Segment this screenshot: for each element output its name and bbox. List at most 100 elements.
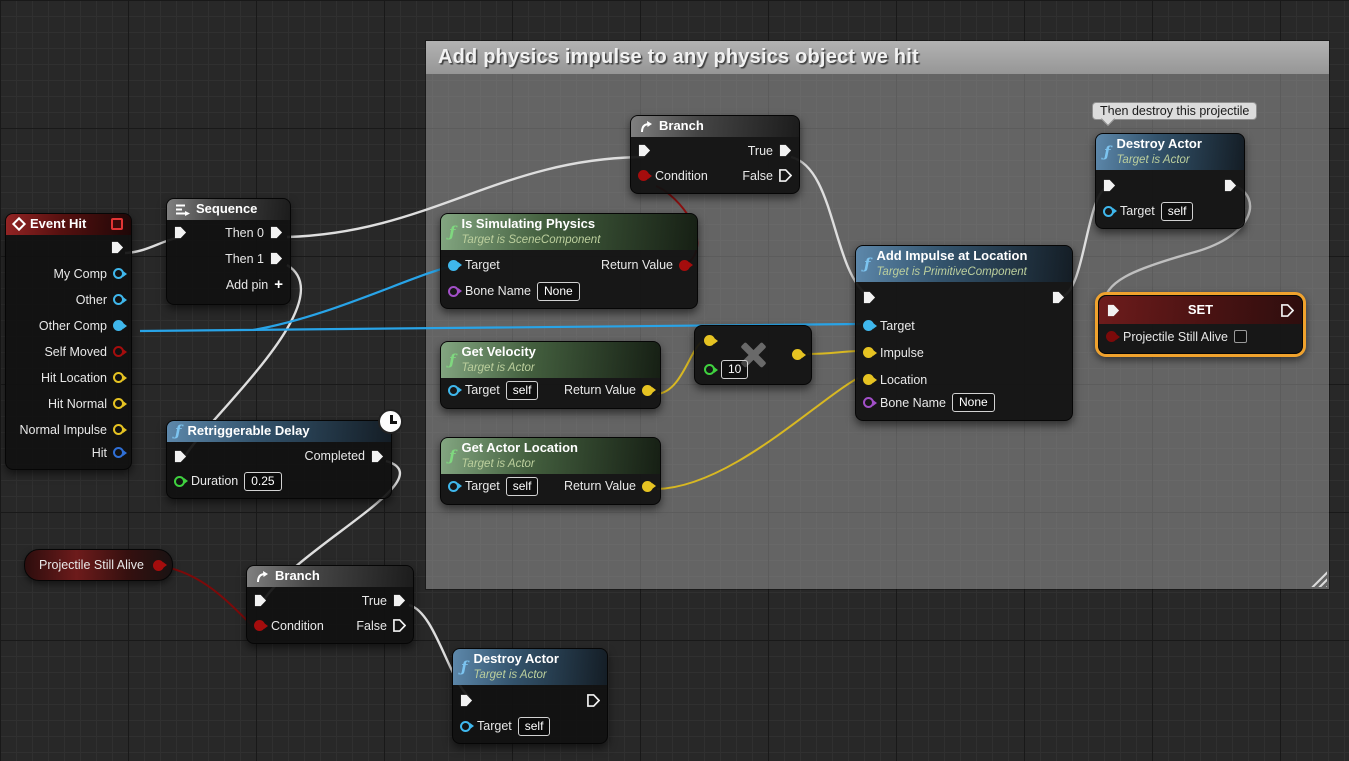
bool-checkbox[interactable] (1233, 330, 1247, 343)
target-pin[interactable] (448, 384, 462, 396)
node-is-simulating-physics[interactable]: ƒ Is Simulating Physics Target is SceneC… (440, 213, 698, 310)
exec-in-pin[interactable] (254, 594, 267, 607)
node-destroy-actor-top[interactable]: ƒ Destroy Actor Target is Actor Target s… (1095, 133, 1245, 230)
exec-in-pin[interactable] (174, 226, 187, 239)
target-pin[interactable] (448, 259, 462, 271)
duration-value[interactable]: 0.25 (244, 471, 282, 491)
bone-name-pin[interactable] (448, 285, 462, 297)
node-header[interactable]: ƒ Destroy Actor Target is Actor (453, 649, 607, 686)
multiply-input-b-value[interactable]: 10 (721, 360, 749, 379)
node-branch-top[interactable]: Branch True Condition False (630, 115, 800, 194)
node-header[interactable]: ƒ Add Impulse at Location Target is Prim… (856, 246, 1072, 283)
target-pin[interactable] (1103, 205, 1117, 217)
location-pin[interactable] (863, 374, 877, 386)
pin-normal-impulse[interactable] (113, 424, 127, 436)
exec-in-pin[interactable] (174, 450, 187, 463)
node-header[interactable]: Branch (631, 116, 799, 137)
return-value-pin[interactable] (642, 480, 656, 492)
bone-name-value[interactable]: None (952, 393, 995, 413)
pin-other[interactable] (113, 294, 127, 306)
true-pin[interactable] (779, 144, 792, 157)
target-pin[interactable] (863, 320, 877, 332)
condition-pin[interactable] (254, 620, 268, 632)
target-value[interactable]: self (517, 716, 551, 736)
node-set-projectile-still-alive[interactable]: SET Projectile Still Alive (1098, 295, 1303, 354)
multiply-input-b-pin[interactable] (704, 364, 718, 375)
value-pin[interactable] (1106, 331, 1120, 342)
node-multiply[interactable]: 10 (694, 325, 812, 385)
target-value[interactable]: self (1160, 201, 1194, 221)
node-retriggerable-delay[interactable]: ƒ Retriggerable Delay Completed Duration… (166, 409, 403, 499)
pin-hit-normal[interactable] (113, 398, 127, 410)
completed-pin[interactable] (371, 450, 384, 463)
node-event-hit[interactable]: Event Hit My Comp Other Other Comp Self … (5, 213, 132, 470)
wire-data-othercomp-simphysics[interactable] (252, 264, 454, 332)
exec-out-pin[interactable] (587, 693, 600, 707)
node-header[interactable]: ƒ Get Actor Location Target is Actor (441, 438, 660, 475)
node-header[interactable]: SET (1099, 296, 1302, 324)
node-header[interactable]: Branch (247, 566, 413, 587)
pin-self-moved[interactable] (113, 346, 127, 358)
target-pin[interactable] (448, 480, 462, 492)
false-pin[interactable] (393, 619, 406, 633)
variable-label: Projectile Still Alive (39, 558, 144, 572)
exec-in-pin[interactable] (1103, 179, 1116, 192)
node-header[interactable]: ƒ Destroy Actor Target is Actor (1096, 134, 1244, 171)
then0-pin[interactable] (270, 226, 283, 239)
condition-pin[interactable] (638, 170, 652, 182)
exec-in-pin[interactable] (863, 291, 876, 304)
node-header[interactable]: ƒ Get Velocity Target is Actor (441, 342, 660, 379)
pin-label: Target (1120, 204, 1155, 219)
node-branch-bottom[interactable]: Branch True Condition False (246, 565, 414, 644)
node-header[interactable]: Sequence (167, 199, 290, 220)
return-value-pin[interactable] (642, 384, 656, 396)
wire-data-actorloc-location[interactable] (656, 377, 859, 490)
bone-name-value[interactable]: None (537, 281, 580, 301)
duration-pin[interactable] (174, 475, 188, 487)
comment-title[interactable]: Add physics impulse to any physics objec… (426, 41, 1329, 74)
bone-name-pin[interactable] (863, 397, 877, 409)
add-pin-button[interactable] (274, 277, 283, 292)
node-destroy-actor-bottom[interactable]: ƒ Destroy Actor Target is Actor Target s… (452, 648, 608, 745)
pin-label: False (356, 618, 387, 633)
return-value-pin[interactable] (679, 259, 693, 271)
wire-data-projvar-condition[interactable] (155, 564, 257, 630)
node-header[interactable]: Event Hit (6, 214, 131, 235)
node-header[interactable]: ƒ Retriggerable Delay (167, 421, 391, 442)
variable-output-pin[interactable] (153, 559, 167, 571)
pin-my-comp[interactable] (113, 268, 127, 280)
pin-hit-location[interactable] (113, 372, 127, 384)
target-pin[interactable] (460, 720, 474, 732)
impulse-pin[interactable] (863, 347, 877, 359)
pin-label: True (747, 143, 773, 158)
pin-other-comp[interactable] (113, 320, 127, 332)
node-add-impulse-at-location[interactable]: ƒ Add Impulse at Location Target is Prim… (855, 245, 1073, 422)
exec-out-pin[interactable] (1052, 291, 1065, 304)
multiply-input-a-pin[interactable] (704, 335, 718, 346)
wire-data-multiply-impulse[interactable] (806, 350, 858, 355)
node-title: Destroy Actor Target is Actor (1116, 136, 1202, 166)
wire-exec-then0-branch[interactable] (286, 155, 645, 239)
node-get-velocity[interactable]: ƒ Get Velocity Target is Actor Target se… (440, 341, 661, 410)
exec-out-pin[interactable] (1281, 303, 1294, 317)
then1-pin[interactable] (270, 252, 283, 265)
exec-out-pin[interactable] (111, 241, 124, 254)
node-get-projectile-still-alive[interactable]: Projectile Still Alive (24, 549, 173, 581)
pin-hit[interactable] (113, 447, 127, 459)
target-value[interactable]: self (505, 476, 539, 496)
exec-in-pin[interactable] (1107, 304, 1120, 317)
node-header[interactable]: ƒ Is Simulating Physics Target is SceneC… (441, 214, 697, 251)
target-value[interactable]: self (505, 380, 539, 400)
node-get-actor-location[interactable]: ƒ Get Actor Location Target is Actor Tar… (440, 437, 661, 506)
wire-exec-destroy-set[interactable] (1102, 184, 1252, 307)
false-pin[interactable] (779, 169, 792, 183)
true-pin[interactable] (393, 594, 406, 607)
add-pin-label: Add pin (225, 277, 269, 292)
exec-in-pin[interactable] (460, 694, 473, 707)
exec-in-pin[interactable] (638, 144, 651, 157)
exec-out-pin[interactable] (1224, 179, 1237, 192)
wire-data-othercomp-target[interactable] (139, 322, 862, 333)
multiply-output-pin[interactable] (792, 349, 806, 360)
node-sequence[interactable]: Sequence Then 0 Then 1 Add pin (166, 198, 291, 305)
